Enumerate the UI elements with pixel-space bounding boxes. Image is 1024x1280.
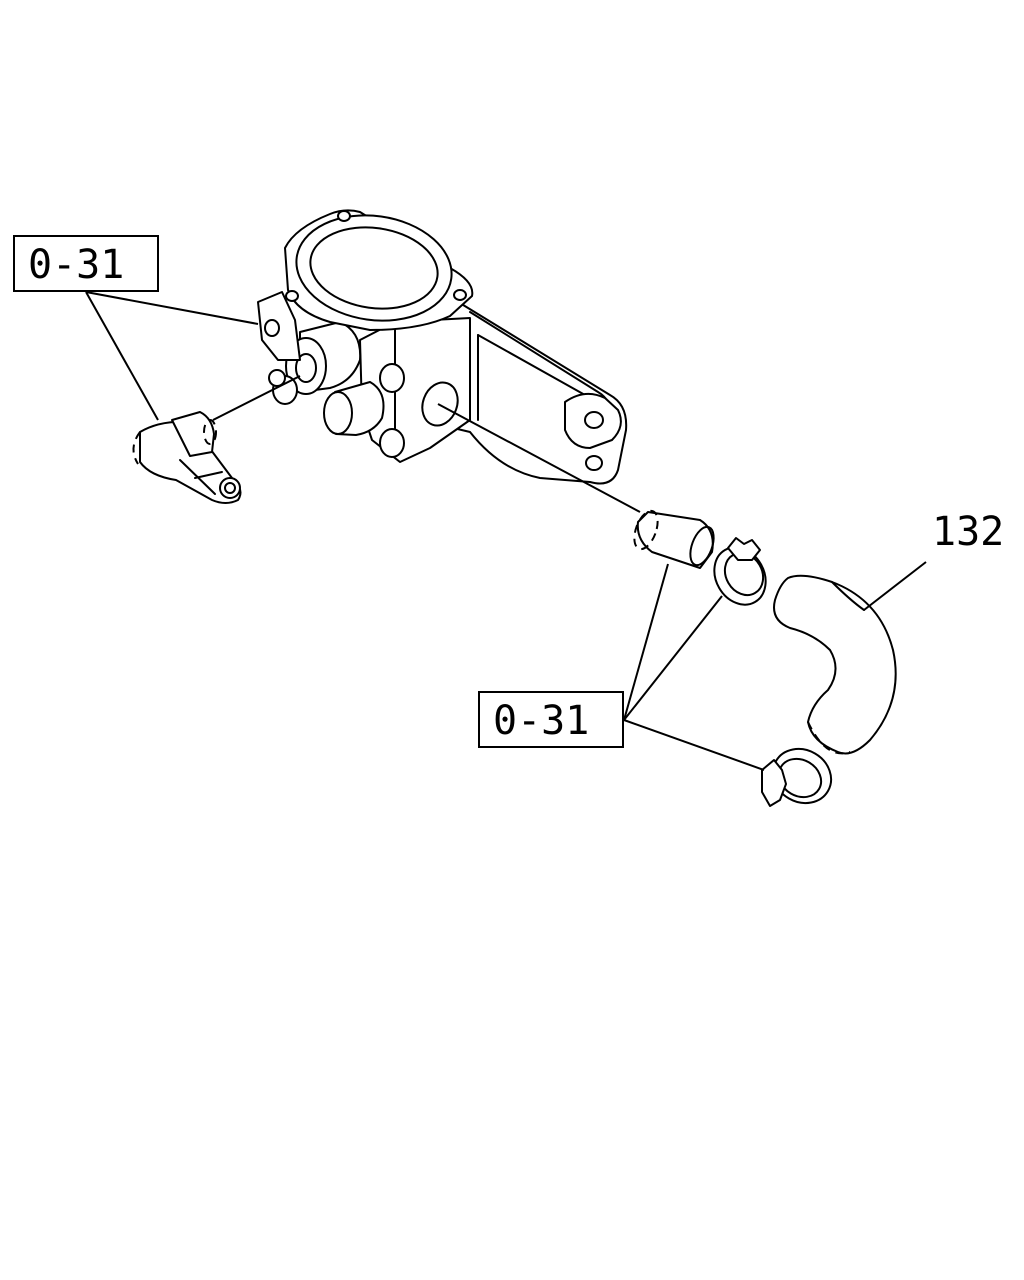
- callout-lower[interactable]: 0-31: [478, 691, 624, 748]
- callout-upper-label: 0-31: [28, 242, 124, 288]
- hose: [773, 574, 897, 755]
- leader-lines: [85, 291, 927, 771]
- pipe-stub: [437, 403, 715, 569]
- hose-part-number[interactable]: 132: [932, 509, 1004, 555]
- hose-clamp-lower: [761, 747, 833, 807]
- callout-lower-label: 0-31: [493, 698, 589, 744]
- elbow-fitting: [132, 375, 301, 504]
- callout-upper[interactable]: 0-31: [13, 235, 159, 292]
- thermostat-housing: [257, 209, 628, 485]
- hose-clamp-upper: [713, 537, 767, 606]
